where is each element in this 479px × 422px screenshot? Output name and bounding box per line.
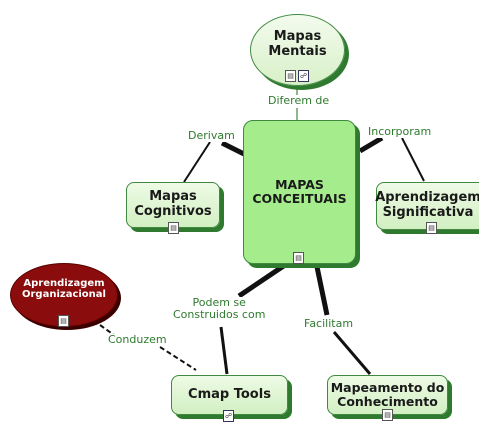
- line-conduzem-cmap: [159, 346, 197, 371]
- concept-label: Aprendizagem Organizacional: [22, 277, 106, 301]
- concept-label: Cmap Tools: [188, 386, 271, 402]
- line-main-podem: [237, 262, 287, 299]
- document-icon[interactable]: ▤: [426, 222, 437, 234]
- concept-mapas-conceituais[interactable]: MAPAS CONCEITUAIS: [243, 120, 356, 264]
- link-conduzem[interactable]: Conduzem: [108, 333, 167, 347]
- concept-label: Mapas Mentais: [268, 29, 327, 59]
- concept-aprendizagem-significativa[interactable]: Aprendizagem Significativa: [375, 182, 479, 230]
- concept-mapeamento-conhecimento[interactable]: Mapeamento do Conhecimento: [327, 375, 448, 415]
- concept-label: Mapas Cognitivos: [134, 189, 212, 219]
- line-incorporam-significativa: [401, 137, 425, 182]
- concept-label: Mapeamento do Conhecimento: [330, 379, 445, 409]
- document-icon[interactable]: ▤: [168, 222, 179, 234]
- concept-mapas-mentais[interactable]: Mapas Mentais: [250, 14, 345, 86]
- link-facilitam[interactable]: Facilitam: [304, 317, 354, 331]
- concept-label: MAPAS CONCEITUAIS: [252, 176, 347, 206]
- cmap-icon[interactable]: ☍: [298, 70, 309, 82]
- line-org-conduzem: [99, 324, 115, 336]
- cmap-icon[interactable]: ☍: [223, 410, 234, 422]
- line-main-facilitam: [313, 261, 330, 316]
- link-incorporam[interactable]: Incorporam: [368, 125, 432, 139]
- line-facilitam-mapeamento: [332, 331, 372, 375]
- document-icon[interactable]: ▤: [58, 315, 69, 327]
- line-podem-cmap: [219, 326, 229, 375]
- concept-cmap-tools[interactable]: Cmap Tools: [171, 375, 288, 415]
- link-derivam[interactable]: Derivam: [188, 129, 235, 143]
- line-derivam-cognitivos: [183, 141, 211, 183]
- concept-mapas-cognitivos[interactable]: Mapas Cognitivos: [126, 182, 220, 228]
- document-icon[interactable]: ▤: [293, 252, 304, 264]
- link-diferem-de[interactable]: Diferem de: [268, 94, 330, 108]
- link-podem-ser-construidos[interactable]: Podem se Construidos com: [173, 296, 266, 322]
- concept-label: Aprendizagem Significativa: [375, 190, 479, 220]
- document-icon[interactable]: ▤: [285, 70, 296, 82]
- document-icon[interactable]: ▤: [382, 409, 393, 421]
- line-main-derivam: [220, 140, 246, 157]
- line-main-incorporam: [358, 135, 384, 154]
